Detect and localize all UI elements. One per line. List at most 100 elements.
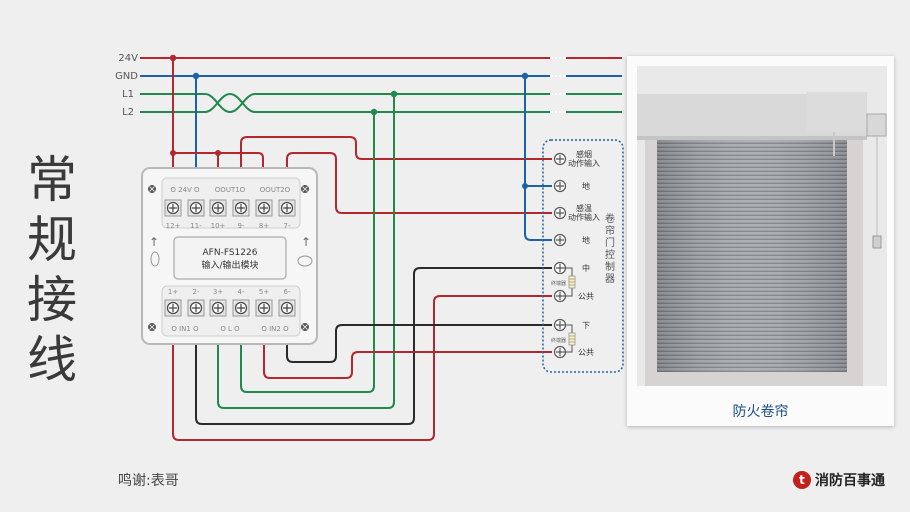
controller-terminal-label: 地 xyxy=(582,181,590,191)
module-group-out1: OOUT1O xyxy=(215,186,246,194)
fire-shutter-photo xyxy=(637,66,887,386)
module-name: 输入/输出模块 xyxy=(201,259,258,271)
junction-dot xyxy=(370,108,378,116)
module-top-terminal[interactable] xyxy=(232,199,250,217)
title-char: 线 xyxy=(27,331,77,389)
controller-terminal-label: 中 xyxy=(582,263,590,273)
page-title: 常 规 接 线 xyxy=(22,150,82,390)
junction-dot xyxy=(215,150,221,156)
wire-in1-plus xyxy=(172,295,552,441)
junction-dot xyxy=(192,72,200,80)
controller-label-char: 卷 xyxy=(605,212,615,225)
module-top-terminal[interactable] xyxy=(278,199,296,217)
terminal-label: 3+ xyxy=(213,288,223,296)
controller-terminal-label: 感温 xyxy=(576,203,592,213)
wire-gnd-controller xyxy=(524,76,552,241)
terminal-label: 8+ xyxy=(259,222,269,230)
module-group-24v: O 24V O xyxy=(170,186,200,194)
controller-label-char: 器 xyxy=(605,273,615,285)
terminator-label: 终端器 xyxy=(551,280,566,287)
junction-dot xyxy=(170,150,176,156)
module-top-terminal[interactable] xyxy=(209,199,227,217)
junction-dot xyxy=(522,183,528,189)
terminal-label: 4- xyxy=(238,288,245,296)
module-top-terminal[interactable] xyxy=(255,199,273,217)
title-char: 接 xyxy=(27,271,77,329)
wire-in1-minus xyxy=(195,267,552,425)
bus-break-marks xyxy=(551,57,565,113)
mount-hole xyxy=(297,255,313,267)
screw-icon xyxy=(301,323,309,331)
module-model: AFN-FS1226 xyxy=(203,248,258,258)
terminator-label: 终端器 xyxy=(551,337,566,344)
terminal-label: 9- xyxy=(238,222,245,230)
module-bottom-terminal[interactable] xyxy=(255,299,273,317)
module-label-window xyxy=(173,236,287,280)
wire-l2-drop xyxy=(240,112,375,393)
terminal-label: 2- xyxy=(193,288,200,296)
controller-label-char: 帘 xyxy=(605,224,615,237)
terminator-resistor xyxy=(560,267,576,297)
module-bottom-terminal[interactable] xyxy=(187,299,205,317)
terminal-label: 10+ xyxy=(211,222,226,230)
bus-lines: 24V GND L1 L2 xyxy=(115,53,622,118)
screw-icon xyxy=(301,185,309,193)
junction-dot xyxy=(390,90,398,98)
controller-label-char: 制 xyxy=(605,260,615,273)
module-top-terminal[interactable] xyxy=(187,199,205,217)
bus-l2-line xyxy=(140,92,622,113)
screw-icon xyxy=(148,323,156,331)
bus-label-l2: L2 xyxy=(122,107,134,118)
module-group-out2: OOUT2O xyxy=(260,186,291,194)
module-group-in1: O IN1 O xyxy=(171,325,199,333)
signal-wiring xyxy=(172,90,552,441)
controller-terminal-label: 地 xyxy=(582,235,590,245)
module-bottom-terminal[interactable] xyxy=(232,299,250,317)
photo-caption: 防火卷帘 xyxy=(732,404,789,420)
fire-logo-icon: t xyxy=(793,471,811,489)
terminal-label: 7- xyxy=(284,222,291,230)
controller-terminal-label: 感烟 xyxy=(576,149,592,159)
module-bottom-terminal[interactable] xyxy=(164,299,182,317)
controller-terminal[interactable]: 地 xyxy=(553,233,591,247)
controller-label-char: 门 xyxy=(605,236,615,249)
bus-label-gnd: GND xyxy=(115,71,138,82)
junction-dot xyxy=(521,72,529,80)
terminal-label: 6- xyxy=(284,288,291,296)
wire-in2-minus xyxy=(286,324,552,363)
module-bottom-terminal[interactable] xyxy=(209,299,227,317)
wire-out2-heat xyxy=(286,152,552,214)
controller-terminal-label: 公共 xyxy=(578,348,594,357)
module-bottom-strip xyxy=(161,285,301,337)
controller-terminal-label: 下 xyxy=(582,321,590,330)
controller-terminal[interactable]: 地 xyxy=(553,179,591,193)
controller-box xyxy=(866,113,887,137)
credit-text: 鸣谢:表哥 xyxy=(118,473,179,489)
module-bottom-terminal[interactable] xyxy=(278,299,296,317)
controller-terminal-label: 动作输入 xyxy=(568,212,600,222)
arrow-up-icon: ↑ xyxy=(149,235,159,249)
controller-terminal-label: 动作输入 xyxy=(568,158,600,168)
terminal-label: 12+ xyxy=(166,222,181,230)
module-group-in2: O IN2 O xyxy=(261,325,289,333)
module-group-l: O L O xyxy=(220,325,240,333)
brand-logo: t 消防百事通 xyxy=(793,470,885,490)
bus-label-24v: 24V xyxy=(118,53,138,64)
brand-name: 消防百事通 xyxy=(815,473,885,489)
terminator-resistor xyxy=(560,324,576,353)
title-char: 规 xyxy=(27,211,77,269)
bus-label-l1: L1 xyxy=(122,89,134,100)
terminal-label: 11- xyxy=(190,222,202,230)
wire-l1-drop xyxy=(217,94,395,409)
module-top-terminal[interactable] xyxy=(164,199,182,217)
controller-dashed-box xyxy=(542,139,624,373)
fire-shutter-photo-card: 防火卷帘 xyxy=(627,56,894,426)
mount-hole xyxy=(150,251,160,267)
junction-dot xyxy=(169,54,177,62)
bus-l1-line xyxy=(140,93,622,114)
